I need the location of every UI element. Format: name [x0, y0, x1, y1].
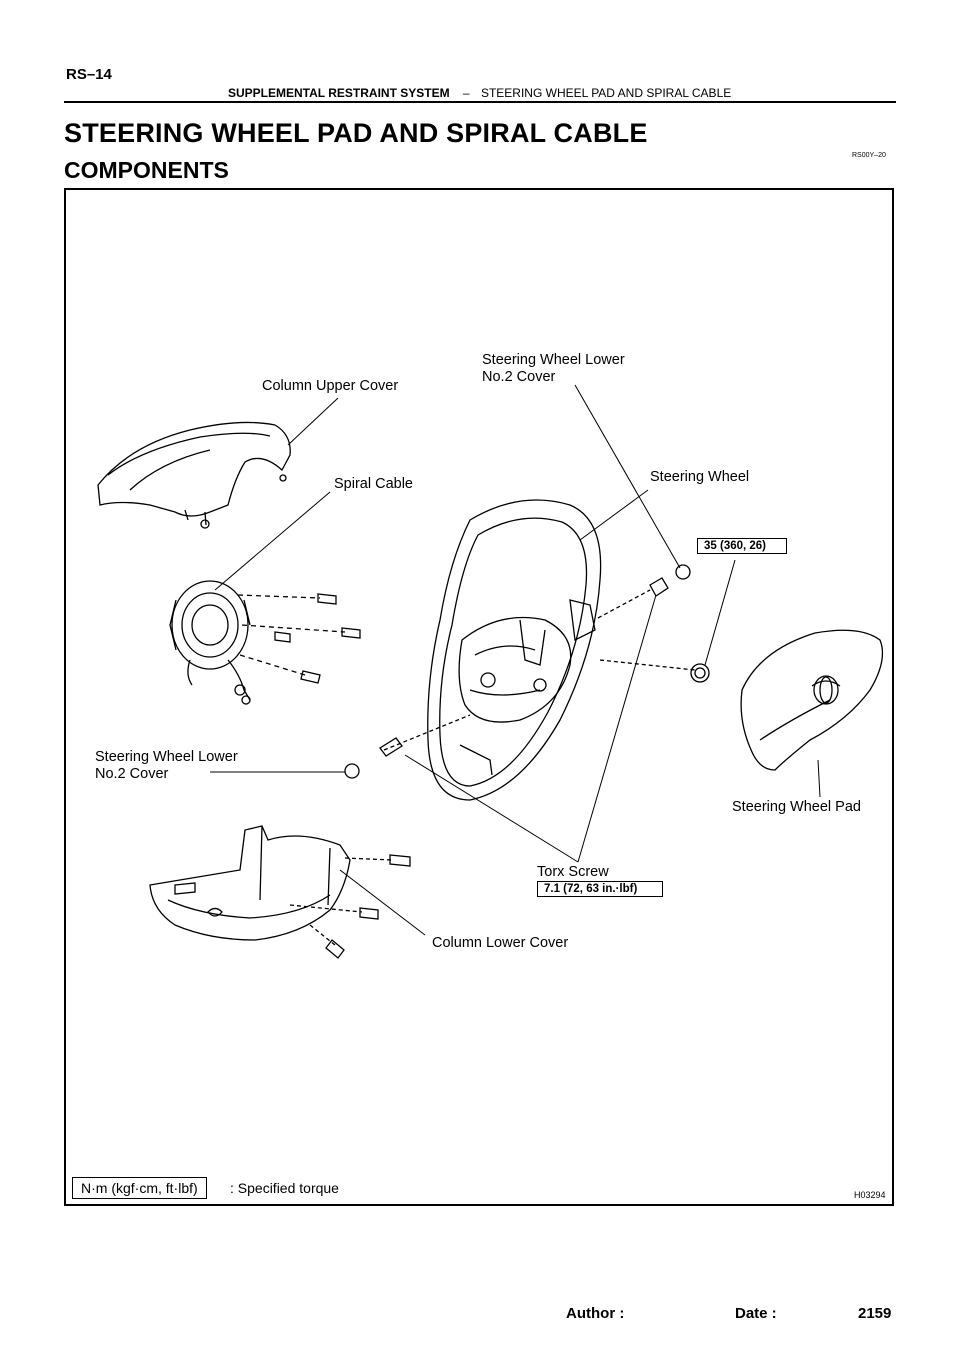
lower-cover-screws	[325, 854, 411, 959]
column-upper-cover-drawing	[97, 421, 291, 529]
footer-author: Author :	[566, 1305, 625, 1322]
label-steering-wheel: Steering Wheel	[650, 469, 750, 485]
page-number: RS–14	[66, 66, 112, 83]
steering-wheel-drawing	[427, 499, 602, 801]
label-torx-screw: Torx Screw	[537, 864, 609, 880]
header-rule	[64, 101, 896, 103]
running-header: SUPPLEMENTAL RESTRAINT SYSTEM – STEERING…	[228, 86, 731, 100]
page-title: STEERING WHEEL PAD AND SPIRAL CABLE	[64, 118, 648, 148]
wheel-nut	[690, 663, 710, 683]
label-steering-wheel-lower-no2-cover-top: Steering Wheel Lower No.2 Cover	[482, 352, 625, 385]
label-column-upper-cover: Column Upper Cover	[262, 378, 399, 394]
spiral-cable-screws	[274, 593, 361, 684]
label-steering-wheel-lower-no2-cover-left: Steering Wheel Lower No.2 Cover	[95, 749, 238, 782]
label-column-lower-cover: Column Lower Cover	[432, 935, 569, 951]
torx-screws	[379, 577, 669, 757]
lower-no2-cover-cap-left	[344, 763, 360, 779]
torque-legend-text: : Specified torque	[230, 1180, 339, 1196]
column-lower-cover-drawing	[149, 825, 351, 941]
header-section: SUPPLEMENTAL RESTRAINT SYSTEM	[228, 86, 450, 100]
header-subsection: STEERING WHEEL PAD AND SPIRAL CABLE	[480, 86, 732, 100]
footer-date: Date :	[735, 1305, 777, 1322]
torque-legend-unit: N·m (kgf·cm, ft·lbf)	[72, 1177, 207, 1199]
footer-page-number: 2159	[858, 1305, 892, 1322]
spiral-cable-drawing	[169, 580, 251, 705]
document-code: RS00Y–20	[852, 152, 886, 159]
label-spiral-cable: Spiral Cable	[334, 476, 413, 492]
torque-spec-torx-screw: 7.1 (72, 63 in.·lbf)	[537, 881, 663, 897]
lower-no2-cover-cap-right	[675, 564, 691, 580]
label-steering-wheel-pad: Steering Wheel Pad	[732, 799, 861, 815]
section-title: COMPONENTS	[64, 157, 229, 183]
steering-wheel-pad-drawing	[740, 629, 884, 771]
components-figure	[64, 188, 894, 1206]
header-dash: –	[462, 86, 470, 100]
figure-code: H03294	[854, 1190, 886, 1200]
torque-spec-wheel-nut: 35 (360, 26)	[697, 538, 787, 554]
